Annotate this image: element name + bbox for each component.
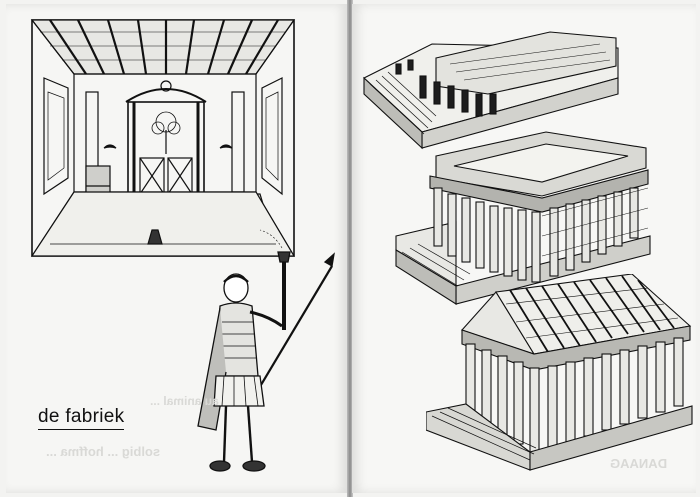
bleed-through-text: au animal ... <box>150 394 219 408</box>
bleed-through-text: DANAAG <box>610 456 668 471</box>
temple-roof-beams-stage <box>426 274 693 471</box>
right-page: DANAAG <box>352 4 696 493</box>
bleed-through-text: solbig ... hoffma ... <box>46 444 161 459</box>
roman-soldier-with-torch-and-spear <box>197 229 335 472</box>
temple-walls-and-columns-stage <box>395 131 651 305</box>
caption-de-fabriek: de fabriek <box>38 406 125 430</box>
book-gutter <box>347 0 353 497</box>
left-page: de fabriek au animal ... solbig ... hoff… <box>6 4 348 493</box>
temple-foundation-stage <box>363 31 619 150</box>
roman-interior-illustration <box>30 19 296 257</box>
